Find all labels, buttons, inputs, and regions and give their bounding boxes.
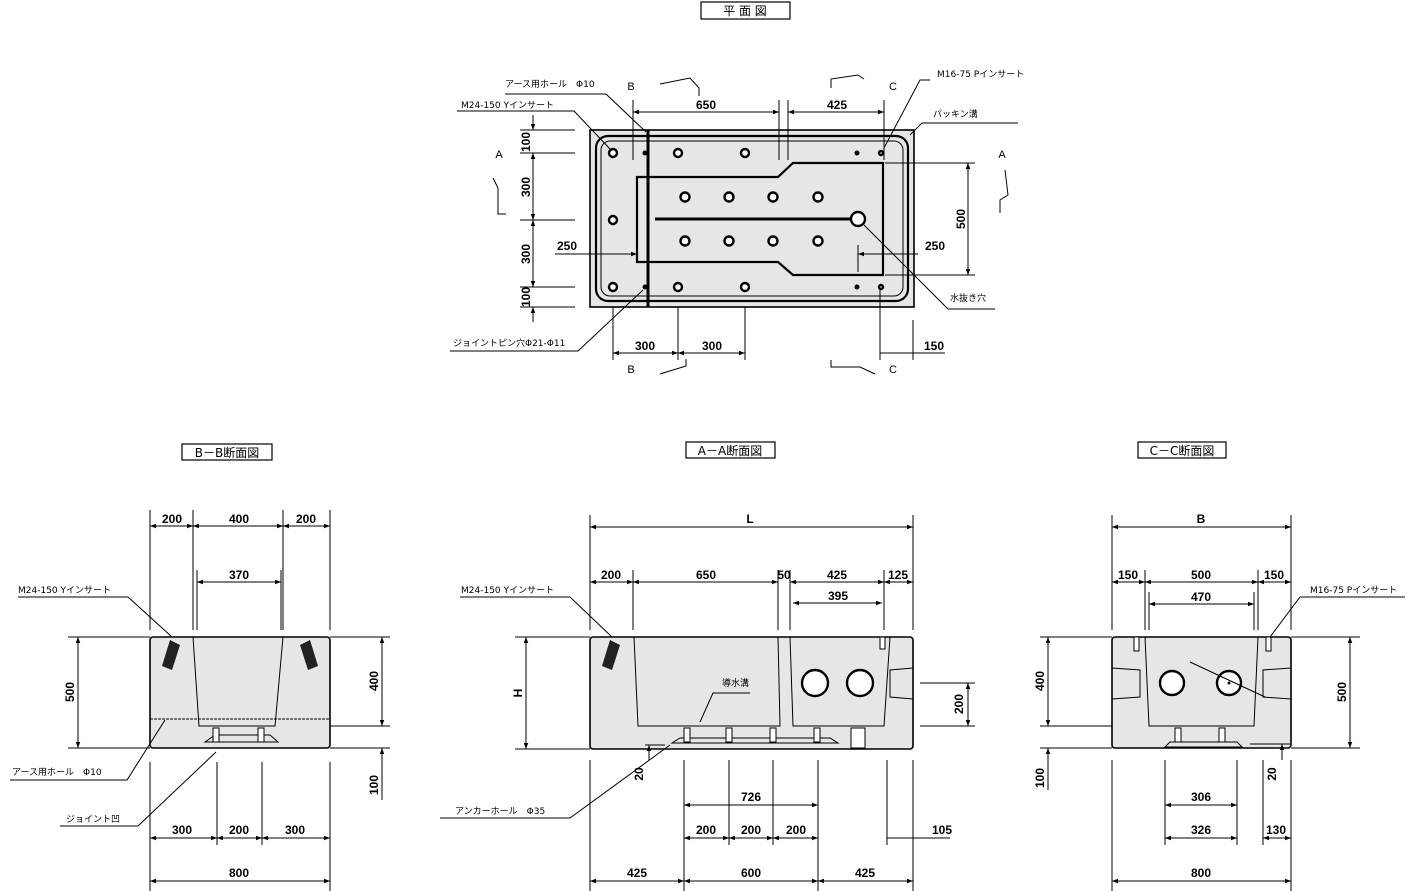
dim-425: 425 [855,866,875,880]
section-mark-a: A [998,149,1006,161]
dim-300: 300 [285,823,305,837]
note-y-insert: M24-150 Yインサート [18,585,111,596]
dim-500: 500 [954,209,968,229]
dim-650: 650 [696,98,716,112]
inner-channel [635,161,885,277]
note-anchor-hole: アンカーホール Φ35 [455,806,545,817]
note-drain-hole: 水抜き穴 [950,292,986,304]
dim-150: 150 [1264,568,1284,582]
note-p-insert: M16-75 Pインサート [1310,585,1397,596]
insert-holes [607,147,885,293]
dim-306: 306 [1191,790,1211,804]
note-y-insert: M24-150 Yインサート [461,585,554,596]
section-aa: A－A断面図 L 200 650 50 425 125 395 H [440,441,975,891]
dim-500: 500 [1191,568,1211,582]
dim-200: 200 [229,823,249,837]
dim-200: 200 [741,823,761,837]
dim-800: 800 [229,866,249,880]
note-packing-groove: パッキン溝 [933,108,978,120]
dim-425: 425 [627,866,647,880]
dim-370: 370 [229,568,249,582]
dim-300: 300 [702,339,722,353]
bb-title: B－B断面図 [195,445,259,460]
dim-150: 150 [924,339,944,353]
dim-200: 200 [601,568,621,582]
dim-400: 400 [1033,671,1047,691]
aa-title: A－A断面図 [698,443,762,458]
dim-726: 726 [741,790,761,804]
section-mark-b: B [627,364,634,376]
dim-425: 425 [827,98,847,112]
dim-400: 400 [367,671,381,691]
dim-300: 300 [172,823,192,837]
note-guide-groove: 導水溝 [722,677,749,689]
note-earth-hole: アース用ホール Φ10 [12,767,102,778]
plan-title-box [700,1,791,20]
dim-100: 100 [519,132,533,152]
dim-600: 600 [741,866,761,880]
plan-title: 平 面 図 [723,4,767,18]
note-earth-hole: アース用ホール Φ10 [505,79,595,90]
section-mark-c: C [889,81,897,93]
note-y-insert: M24-150 Yインサート [461,100,554,111]
dim-326: 326 [1191,823,1211,837]
dim-125: 125 [888,568,908,582]
dim-800: 800 [1191,866,1211,880]
dim-400: 400 [229,512,249,526]
dim-100: 100 [1033,768,1047,788]
dim-105: 105 [932,823,952,837]
dim-100: 100 [519,287,533,307]
dim-300: 300 [519,244,533,264]
section-cc: C－C断面図 B 150 500 150 470 400 500 100 20 … [1033,441,1405,891]
section-mark-c: C [889,364,897,376]
note-p-insert: M16-75 Pインサート [937,69,1024,80]
dim-300: 300 [519,177,533,197]
drain-hole [849,210,867,228]
dim-300: 300 [635,339,655,353]
dim-250-left: 250 [557,239,577,253]
dim-130: 130 [1266,823,1286,837]
dim-650: 650 [696,568,716,582]
dim-L: L [746,512,753,526]
dim-50: 50 [777,568,791,582]
dim-500: 500 [63,682,77,702]
note-joint-recess: ジョイント凹 [66,815,120,825]
dim-425: 425 [827,568,847,582]
dim-B: B [1197,512,1206,526]
dim-200: 200 [162,512,182,526]
note-joint-pin: ジョイントピン穴Φ21-Φ11 [453,337,565,349]
dim-200: 200 [696,823,716,837]
plan-view: 平 面 図 B B C C A A [450,1,1024,376]
dim-470: 470 [1191,590,1211,604]
dim-H: H [511,689,525,698]
section-bb: B－B断面図 200 400 200 370 500 400 100 300 2… [10,443,390,891]
section-mark-a: A [495,149,503,161]
section-mark-b: B [627,81,634,93]
dim-20: 20 [1265,767,1279,781]
packing-groove [594,134,910,303]
cc-title: C－C断面図 [1150,443,1215,458]
dim-500: 500 [1335,682,1349,702]
dim-100: 100 [367,775,381,795]
dim-200: 200 [786,823,806,837]
dim-200: 200 [952,694,966,714]
dim-395: 395 [828,589,848,603]
dim-150: 150 [1118,568,1138,582]
dim-250-right: 250 [925,239,945,253]
dim-200: 200 [296,512,316,526]
dim-20: 20 [632,767,646,781]
